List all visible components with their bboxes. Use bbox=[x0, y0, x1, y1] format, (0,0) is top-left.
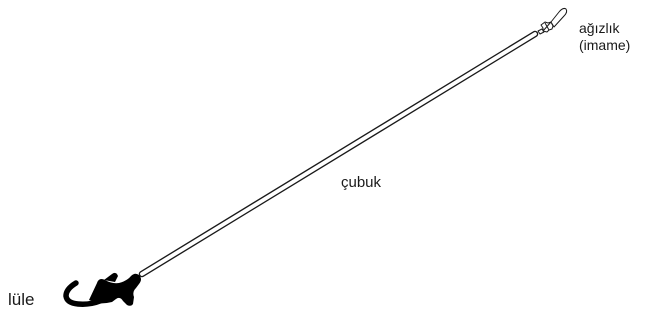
pipe-bowl-icon bbox=[66, 273, 141, 306]
mouthpiece-alt-label: (imame) bbox=[579, 37, 630, 54]
mouthpiece-label: ağızlık bbox=[579, 20, 619, 37]
pipe-stem-shape bbox=[142, 34, 535, 274]
bowl-label: lüle bbox=[8, 290, 34, 310]
mouthpiece-icon bbox=[538, 8, 567, 34]
stem-label: çubuk bbox=[341, 174, 381, 191]
